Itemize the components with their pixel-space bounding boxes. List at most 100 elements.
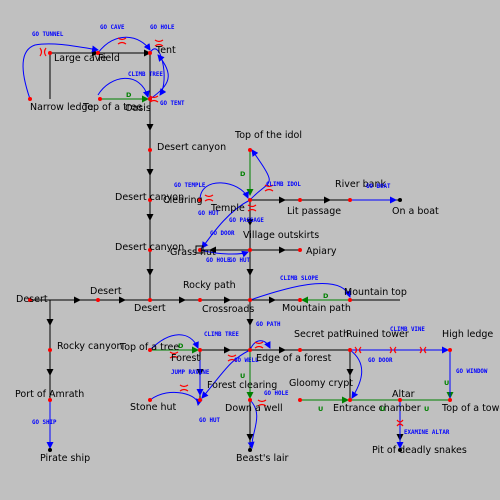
cmd-go-hut: GO HUT [198,211,219,217]
room-label-mountain-path: Mountain path [282,303,351,314]
room-dot [96,51,100,55]
cmd-go-hole-village: GO HOLE [206,258,231,264]
room-label-rocky-path: Rocky path [183,280,236,291]
room-dot [98,97,102,101]
cmd-go-door-tower: GO DOOR [368,358,393,364]
room-label-entrance-chamber: Entrance chamber [333,403,421,414]
room-dot [248,398,252,402]
room-dot [198,298,202,302]
room-label-large-cave: Large cave [54,53,106,64]
room-dot [348,348,352,352]
room-dot [148,198,152,202]
room-dot [148,97,152,101]
beasts-lair-marker [248,448,252,452]
room-dot [148,348,152,352]
grass-hut-square [195,245,204,254]
room-dot [198,398,202,402]
room-label-port-of-amrath: Port of Amrath [15,389,84,400]
room-dot [248,148,252,152]
cmd-go-hut-forest: GO HUT [199,418,220,424]
room-dot [298,348,302,352]
room-dot [198,248,202,252]
room-label-secret-path: Secret path [294,329,349,340]
cmd-go-tunnel: GO TUNNEL [32,32,64,38]
room-label-clearing: Clearing [163,195,203,206]
room-dot [28,298,32,302]
room-label-river-bank: River bank [335,179,387,190]
room-label-desert-canyon-2: Desert canyon [115,192,184,203]
on-a-boat-marker [398,198,402,202]
room-dot [148,298,152,302]
command-labels: GO TUNNEL GO CAVE GO HOLE CLIMB TREE GO … [32,25,488,436]
room-label-on-a-boat: On a boat [392,206,439,217]
room-dot [198,348,202,352]
room-label-desert-mid: Desert [90,286,122,297]
room-dot [298,198,302,202]
room-dot [96,298,100,302]
room-dot [448,348,452,352]
cmd-climb-vine: CLIMB VINE [390,327,425,333]
cmd-climb-tree-north: CLIMB TREE [128,72,163,78]
room-label-beasts-lair: Beast's lair [236,453,289,464]
room-label-top-of-a-tower: Top of a tower [441,403,500,414]
cmd-go-door-temple: GO DOOR [210,231,235,237]
room-label-gloomy-crypt: Gloomy crypt [289,378,353,389]
room-dot [448,398,452,402]
room-dot [398,398,402,402]
room-label-forest: Forest [171,353,200,364]
room-dot [248,248,252,252]
room-label-edge-of-a-forest: Edge of a forest [256,353,332,364]
room-dot [48,348,52,352]
room-label-forest-clearing: Forest clearing [207,380,277,391]
room-dot [198,198,202,202]
room-label-pirate-ship: Pirate ship [40,453,90,464]
room-dot [248,198,252,202]
snake-pit-marker [398,448,402,452]
room-dot [148,51,152,55]
room-label-apiary: Apiary [306,246,337,257]
room-label-village-outskirts: Village outskirts [243,230,319,241]
dir-u-edge: U [240,372,245,380]
dir-d-forest: D [178,342,184,350]
room-label-rocky-canyon: Rocky canyon [57,341,123,352]
cmd-go-tent: GO TENT [160,101,185,107]
command-links [22,36,451,449]
room-label-top-of-a-tree-west: Top of a tree [119,342,179,353]
cmd-go-boat: GO BOAT [366,184,391,190]
room-label-down-a-well: Down a well [225,403,283,414]
dir-d-oasis: D [126,91,132,99]
room-label-crossroads: Crossroads [202,304,254,315]
room-dot [28,97,32,101]
cmd-go-hole-forest: GO HOLE [264,391,289,397]
pirate-ship-marker [48,448,52,452]
room-dot [298,398,302,402]
room-dot [48,51,52,55]
cmd-go-hut-village: GO HUT [229,258,250,264]
room-labels: Large cave Field Tent Narrow ledge Top o… [15,45,500,464]
cmd-go-ship: GO SHIP [32,420,57,426]
cmd-go-path: GO PATH [256,322,281,328]
dir-d-idol: D [240,170,246,178]
cmd-go-well: GO WELL [234,358,259,364]
room-dot [148,148,152,152]
room-label-temple: Temple [210,203,245,214]
room-label-mountain-top: Mountain top [344,287,407,298]
direction-marks: D D D D U U U U U [126,91,449,413]
dir-u-chamber: U [380,405,385,413]
room-label-pit-of-deadly-snakes: Pit of deadly snakes [372,445,467,456]
room-label-desert-canyon-1: Desert canyon [157,142,226,153]
room-dot [48,398,52,402]
room-label-altar: Altar [392,389,415,400]
room-label-oasis: Oasis [125,103,151,114]
cmd-go-temple: GO TEMPLE [174,183,206,189]
cmd-jump-ravine: JUMP RAVINE [171,370,210,376]
room-label-top-of-the-idol: Top of the idol [234,130,302,141]
cmd-go-hole-north: GO HOLE [150,25,175,31]
room-dot [348,398,352,402]
room-dot [248,298,252,302]
cmd-go-passage: GO PASSAGE [229,218,264,224]
room-label-desert-west: Desert [16,294,48,305]
dir-u-tower: U [424,405,429,413]
cmd-climb-slope: CLIMB SLOPE [280,276,319,282]
